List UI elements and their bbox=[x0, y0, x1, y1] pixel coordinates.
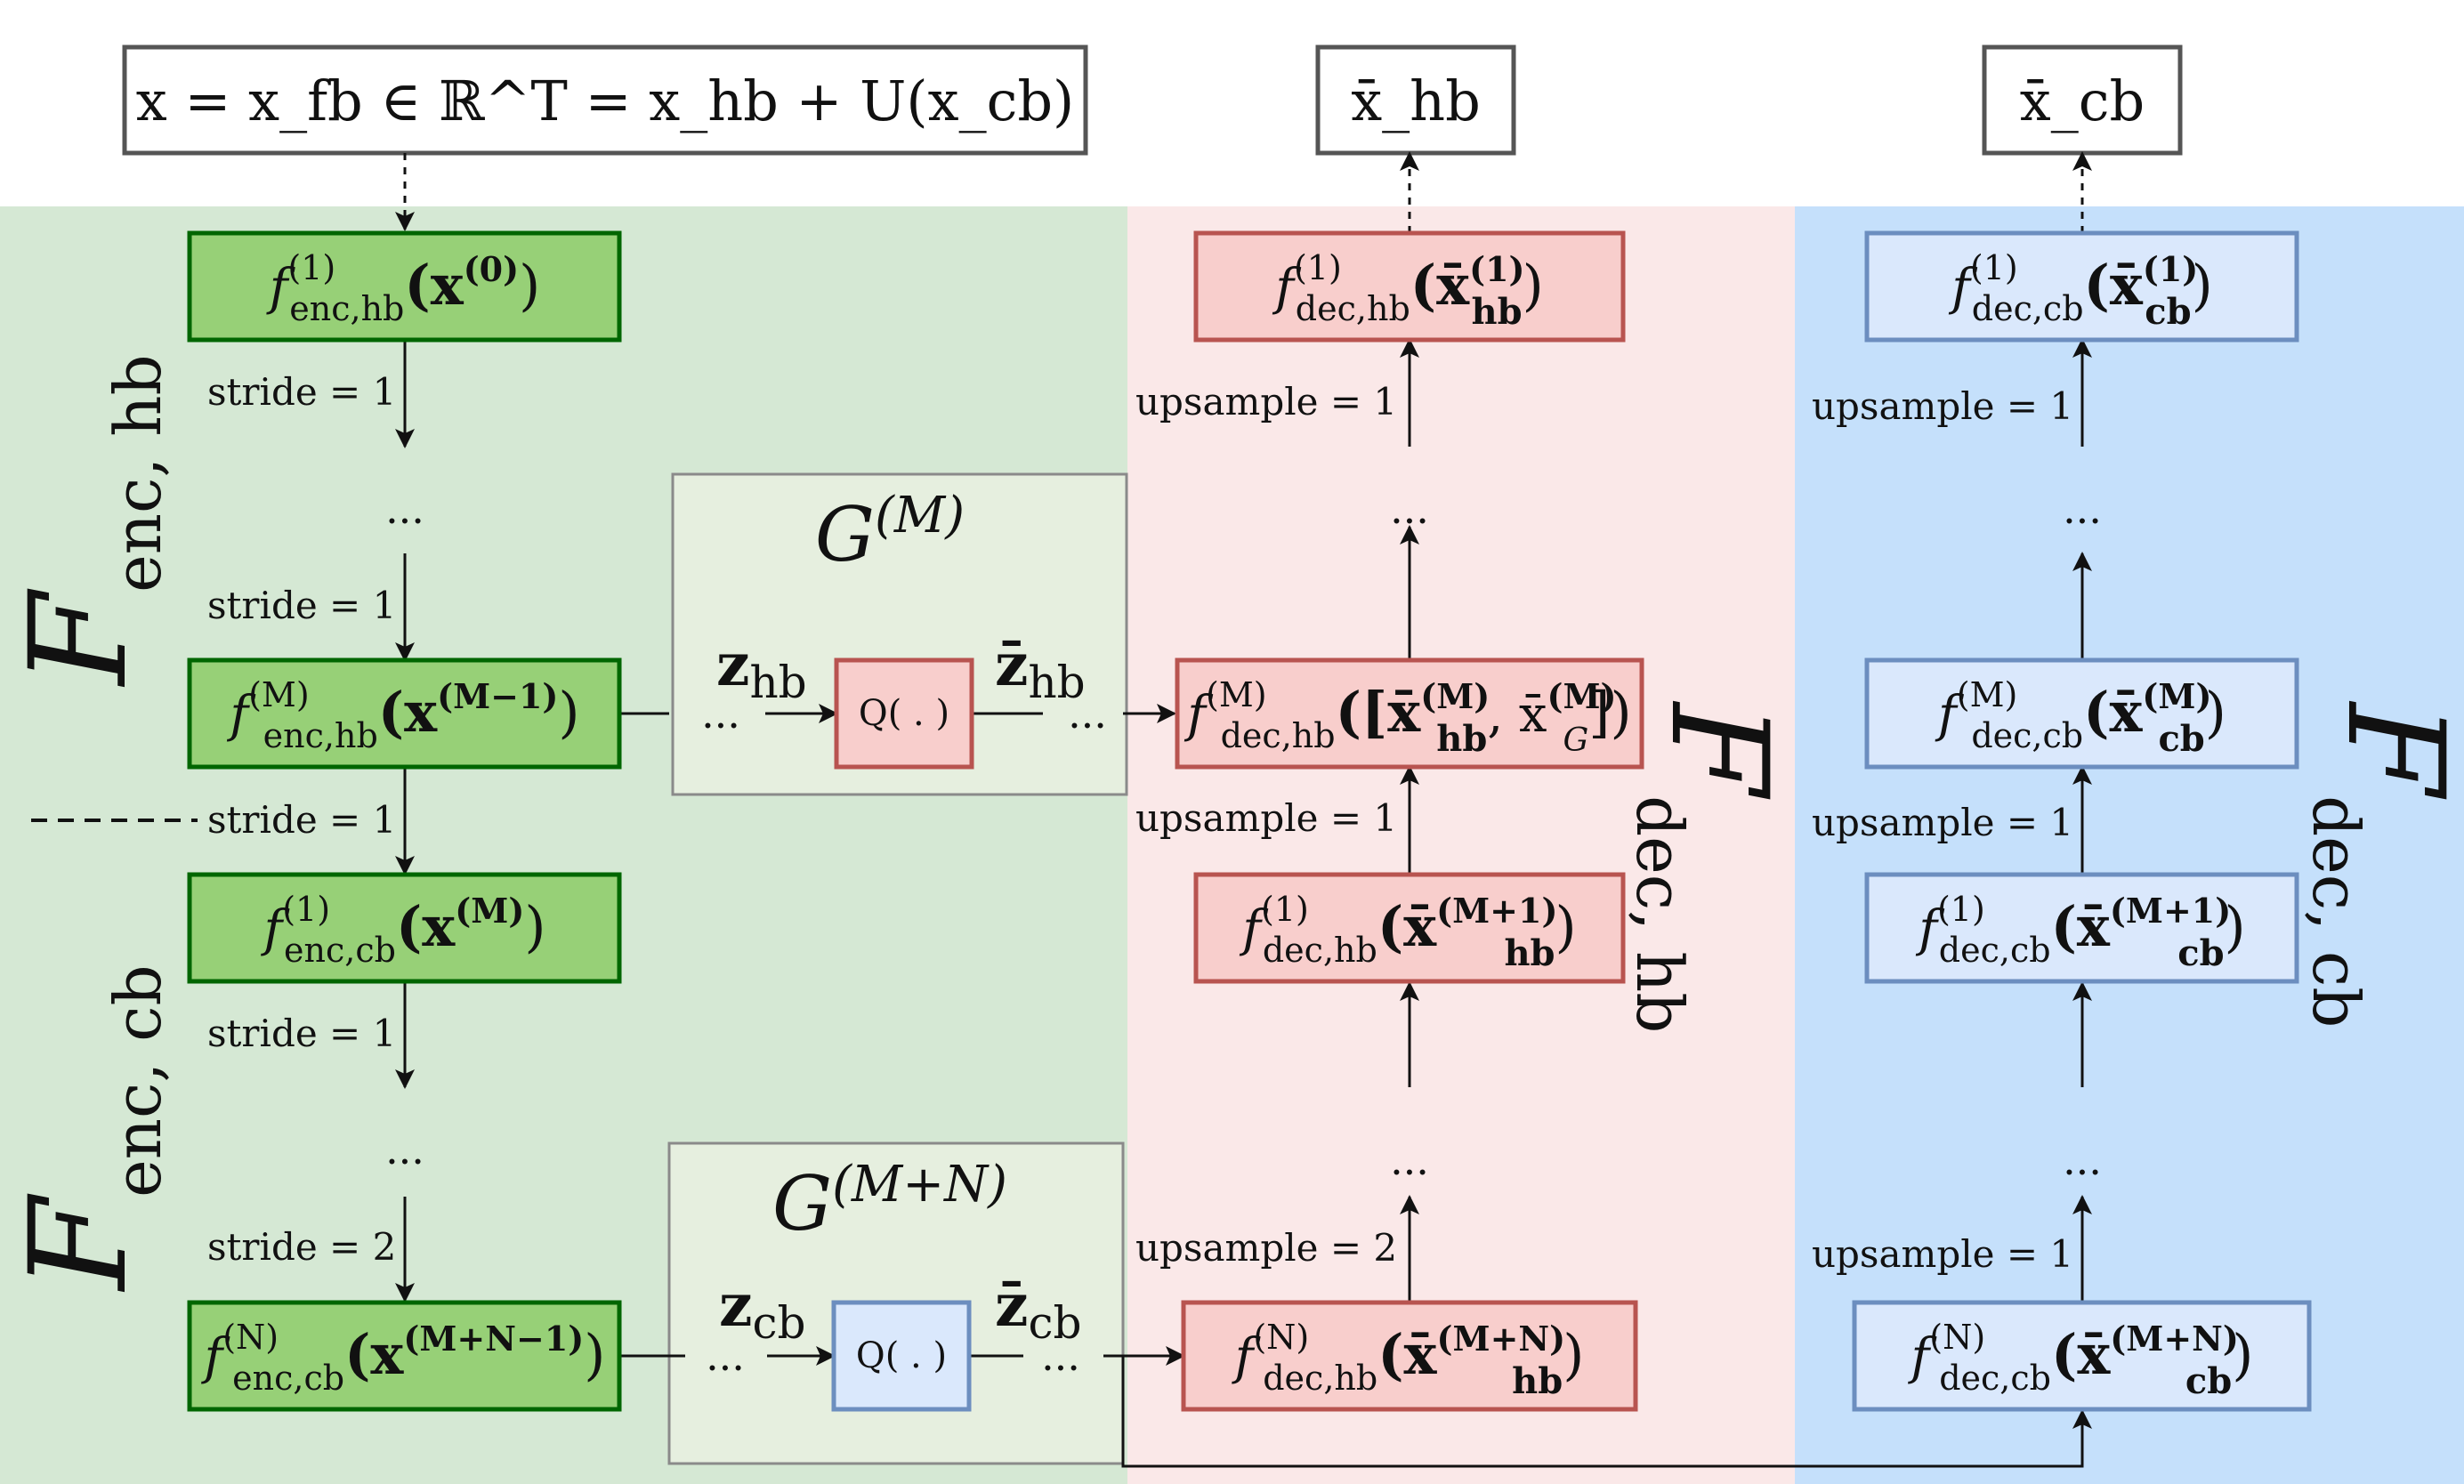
dec-cb-block-m bbox=[1864, 657, 2299, 770]
g-m-title: G(M) bbox=[815, 487, 965, 578]
dec-hb-region-label: Fdec, hb bbox=[1622, 700, 1796, 1033]
enc-cb-block-1-label: f(1)enc,cb(x(M)) bbox=[260, 890, 545, 970]
quantizer-cb-label: Q( . ) bbox=[856, 1335, 947, 1376]
encoder-ellipsis: ... bbox=[385, 485, 424, 533]
dec-cb-region-label: Fdec, cb bbox=[2298, 700, 2464, 1028]
quantizer-hb bbox=[834, 657, 974, 770]
g-mn-ellipsis-left: ... bbox=[706, 1332, 745, 1380]
upsample-label: upsample = 1 bbox=[1812, 384, 2073, 428]
enc-cb-block-n-label: f(N)enc,cb(x(M+N−1)) bbox=[201, 1318, 606, 1398]
dec-cb-block-1b-label: f(1)dec,cb(x̄(M+1)cb) bbox=[1915, 890, 2246, 974]
dec-hb-block-n bbox=[1181, 1300, 1638, 1412]
quantizer-hb-label: Q( . ) bbox=[859, 693, 949, 734]
hb-decoder-panel bbox=[1127, 206, 1795, 1484]
upsample-label: upsample = 1 bbox=[1135, 796, 1397, 840]
upsample-label: upsample = 1 bbox=[1135, 380, 1397, 423]
encoder-ellipsis: ... bbox=[385, 1125, 424, 1173]
dec-cb-block-1 bbox=[1864, 230, 2299, 343]
g-m-ellipsis-left: ... bbox=[701, 690, 740, 738]
dec-hb-block-1 bbox=[1193, 230, 1626, 343]
stride-label: stride = 1 bbox=[207, 370, 396, 414]
cb-decoder-ellipsis: ... bbox=[2063, 485, 2102, 533]
block-layer bbox=[187, 230, 2312, 1412]
stride-label: stride = 2 bbox=[207, 1225, 396, 1269]
zbar-hb-label: z̄hb bbox=[995, 630, 1086, 708]
z-cb-label: zcb bbox=[719, 1270, 806, 1349]
upsample-label: upsample = 2 bbox=[1135, 1226, 1397, 1270]
enc-cb-block-n bbox=[187, 1300, 622, 1412]
cb-decoder-panel bbox=[1795, 206, 2464, 1484]
enc-hb-block-1 bbox=[187, 230, 622, 343]
g-mn-ellipsis-right: ... bbox=[1041, 1332, 1080, 1380]
dec-cb-block-1b bbox=[1864, 872, 2299, 984]
dec-hb-block-1-label: f(1)dec,hb(x̄(1)hb) bbox=[1272, 248, 1544, 333]
label-layer: f(1)enc,hb(x(0))f(M)enc,hb(x(M−1))f(1)en… bbox=[2, 248, 2464, 1402]
output-hb-label: x̄_hb bbox=[1351, 69, 1481, 133]
hb-decoder-ellipsis: ... bbox=[1390, 485, 1429, 533]
enc-cb-region-label: Fenc, cb bbox=[2, 964, 175, 1293]
quantizer-cb bbox=[831, 1300, 972, 1412]
dec-hb-block-n-label: f(N)dec,hb(x̄(M+N)hb) bbox=[1232, 1318, 1585, 1402]
dec-cb-block-n-label: f(N)dec,cb(x̄(M+N)cb) bbox=[1908, 1318, 2254, 1402]
enc-cb-block-1 bbox=[187, 872, 622, 984]
g-mn-title: G(M+N) bbox=[772, 1156, 1007, 1247]
enc-hb-block-m-label: f(M)enc,hb(x(M−1)) bbox=[226, 675, 579, 755]
z-hb-label: zhb bbox=[716, 630, 807, 708]
g-m-ellipsis-right: ... bbox=[1068, 690, 1107, 738]
cb-decoder-ellipsis: ... bbox=[2063, 1136, 2102, 1184]
upsample-label: upsample = 1 bbox=[1812, 1232, 2073, 1276]
dec-hb-block-m bbox=[1175, 657, 1644, 770]
stride-label: stride = 1 bbox=[207, 1012, 396, 1055]
dec-hb-block-1b bbox=[1193, 872, 1626, 984]
dec-hb-block-1b-label: f(1)dec,hb(x̄(M+1)hb) bbox=[1239, 890, 1576, 974]
output-cb-label: x̄_cb bbox=[2020, 69, 2145, 133]
dec-cb-block-n bbox=[1852, 1300, 2312, 1412]
zcb-to-cb-dec-line bbox=[1121, 1356, 2092, 1468]
enc-hb-region-label: Fenc, hb bbox=[2, 354, 175, 688]
connector-lines bbox=[31, 151, 2092, 1468]
hb-decoder-ellipsis: ... bbox=[1390, 1136, 1429, 1184]
stride-label: stride = 1 bbox=[207, 584, 396, 627]
zbar-cb-label: z̄cb bbox=[995, 1270, 1082, 1349]
dec-cb-block-1-label: f(1)dec,cb(x̄(1)cb) bbox=[1948, 248, 2213, 333]
enc-hb-block-m bbox=[187, 657, 622, 770]
input-formula: x = x_fb ∈ ℝ^T = x_hb + U(x_cb) bbox=[136, 69, 1074, 133]
stride-label: stride = 1 bbox=[207, 798, 396, 842]
upsample-label: upsample = 1 bbox=[1812, 801, 2073, 844]
input-box bbox=[122, 44, 1088, 156]
